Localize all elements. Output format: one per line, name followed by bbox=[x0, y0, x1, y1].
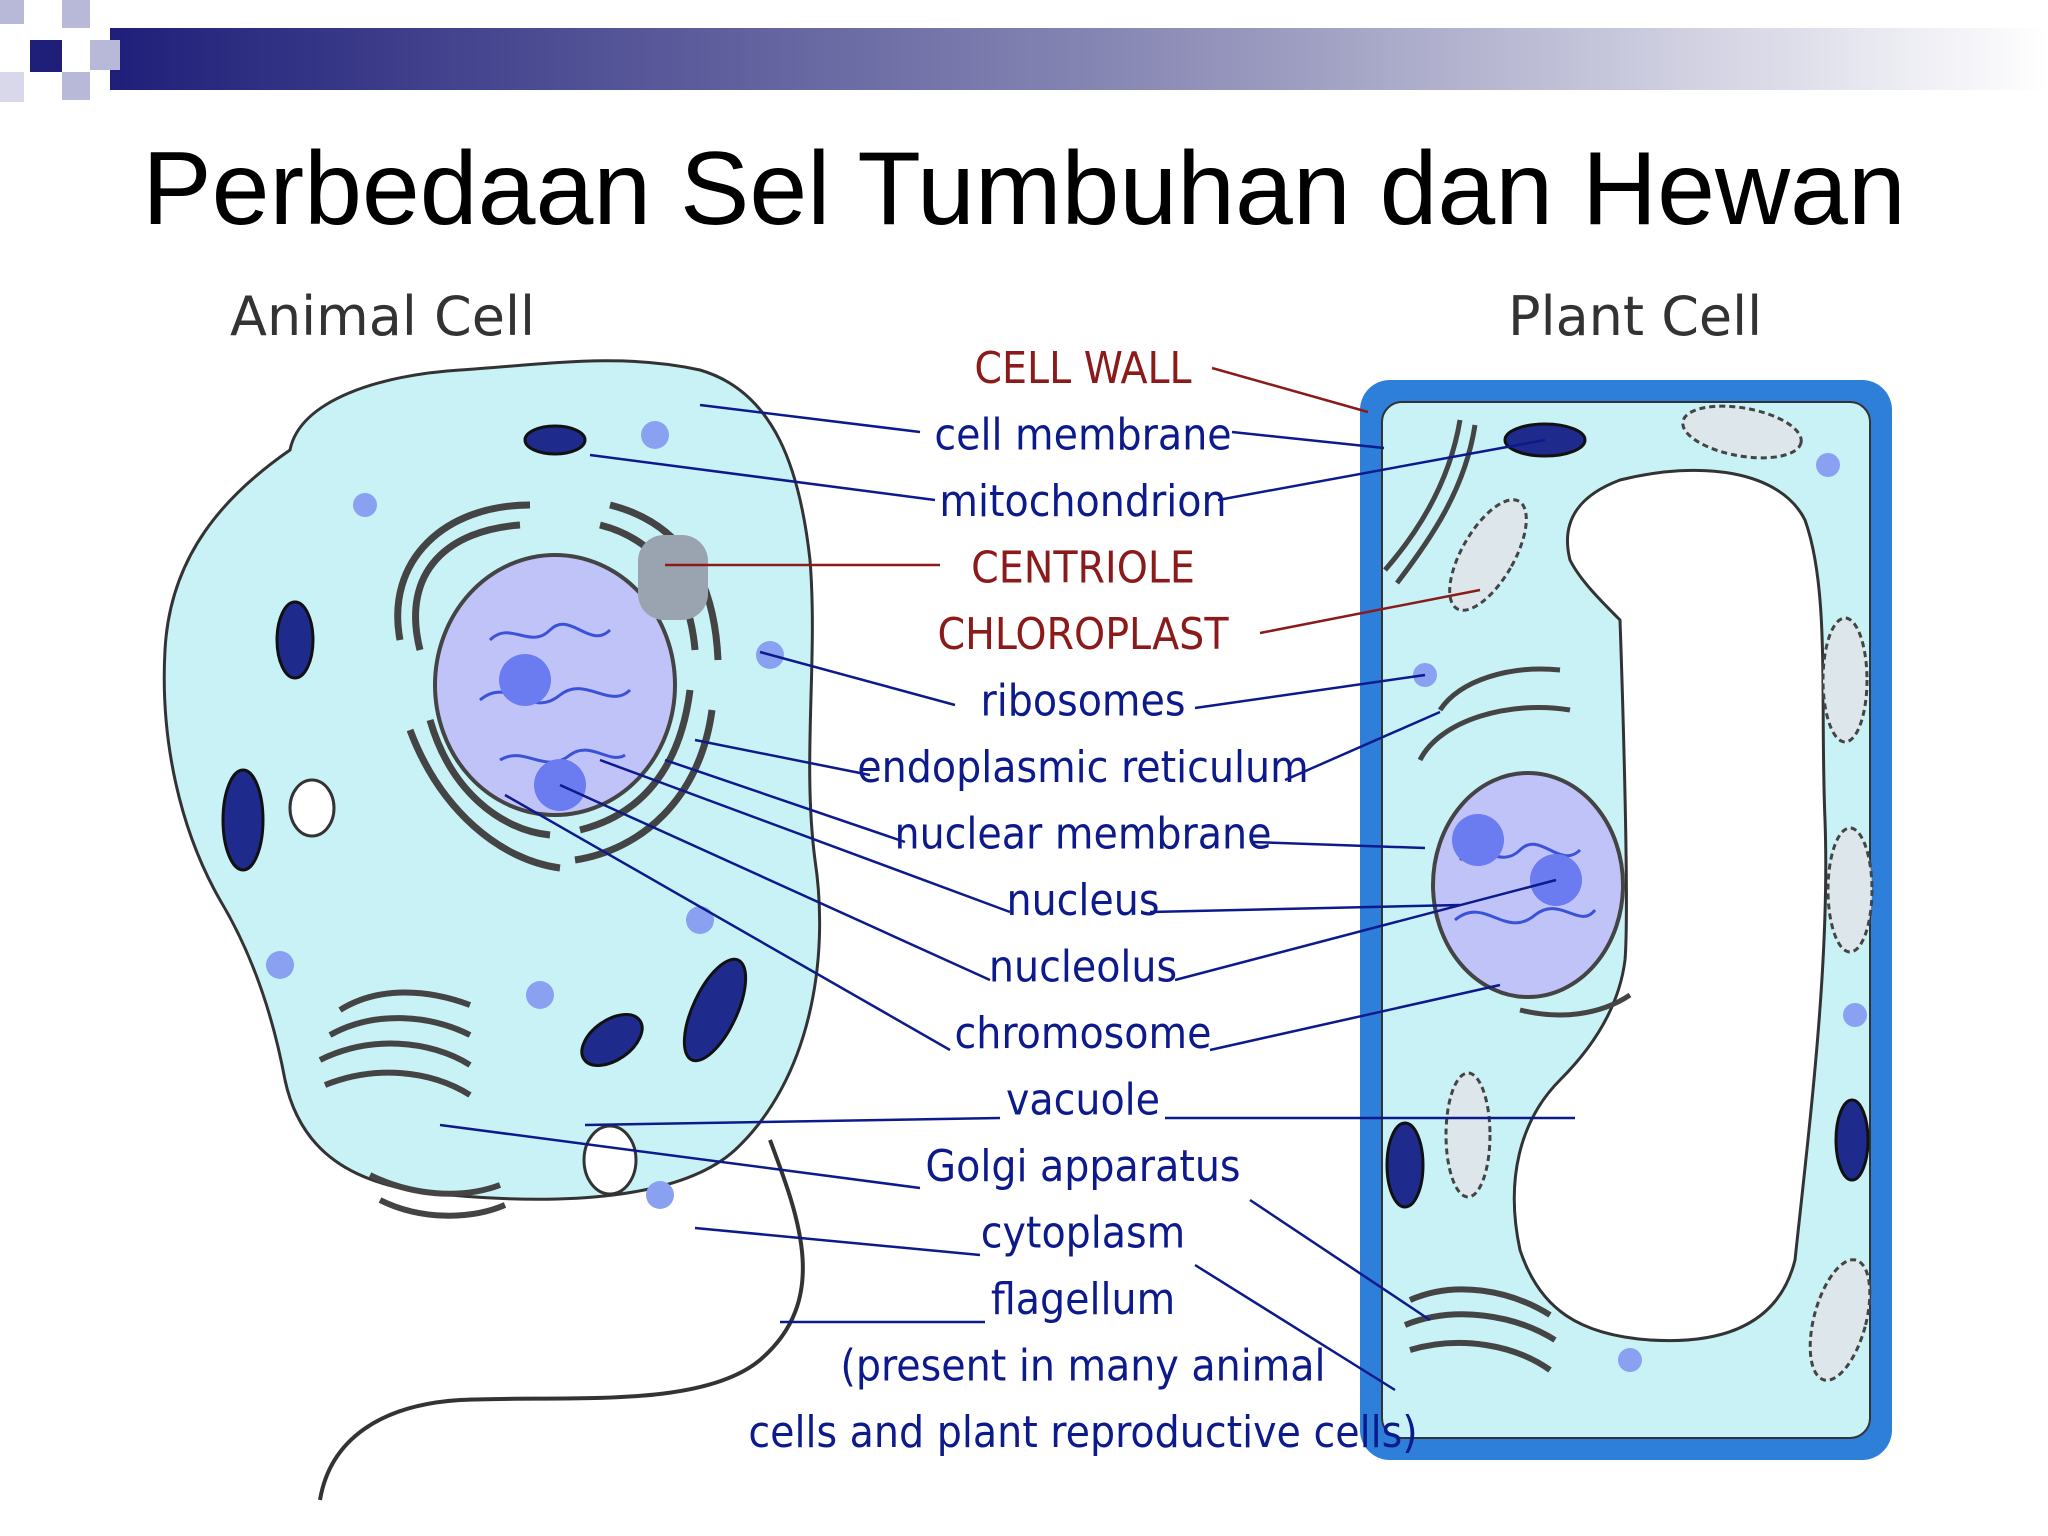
plant-golgi bbox=[1403, 1286, 1557, 1373]
corner-square bbox=[62, 0, 90, 28]
plant-nucleus bbox=[1431, 771, 1625, 999]
label-note1: (present in many animal bbox=[840, 1341, 1325, 1392]
label-flagellum: flagellum bbox=[991, 1274, 1175, 1325]
corner-decoration bbox=[0, 0, 2048, 102]
plant-nucleolus bbox=[1452, 814, 1504, 866]
slide-title: Perbedaan Sel Tumbuhan dan Hewan bbox=[142, 131, 1906, 247]
animal-vacuole bbox=[582, 1124, 638, 1196]
animal-nucleus bbox=[433, 553, 677, 817]
plant-chloroplasts bbox=[1444, 404, 1874, 1382]
caption-plant-cell: Plant Cell bbox=[1508, 285, 1762, 348]
corner-square bbox=[0, 72, 24, 102]
animal-mitochondria bbox=[221, 424, 748, 1067]
corner-square bbox=[30, 40, 62, 72]
label-nucleus: nucleus bbox=[1006, 875, 1159, 926]
label-mitochondrion: mitochondrion bbox=[939, 476, 1226, 527]
animal-nucleolus bbox=[499, 654, 551, 706]
label-golgi: Golgi apparatus bbox=[925, 1141, 1240, 1192]
label-cell-wall: CELL WALL bbox=[974, 343, 1191, 394]
label-ribosomes: ribosomes bbox=[980, 676, 1185, 727]
plant-cell bbox=[1360, 380, 1892, 1460]
animal-golgi bbox=[318, 989, 507, 1219]
animal-vacuole bbox=[288, 778, 336, 838]
label-cell-membrane: cell membrane bbox=[934, 410, 1231, 461]
flagellum bbox=[318, 1139, 805, 1501]
title-bar bbox=[110, 28, 2048, 90]
label-endoplasmic-reticulum: endoplasmic reticulum bbox=[857, 742, 1308, 793]
label-nucleolus: nucleolus bbox=[989, 942, 1177, 993]
caption-animal-cell: Animal Cell bbox=[230, 285, 535, 348]
corner-square bbox=[62, 72, 90, 100]
plant-vacuole bbox=[1512, 468, 1828, 1343]
leader-lines bbox=[439, 366, 1575, 1392]
plant-er bbox=[1383, 419, 1632, 1018]
label-chloroplast: CHLOROPLAST bbox=[937, 609, 1229, 660]
label-centriole: CENTRIOLE bbox=[971, 543, 1195, 594]
label-note2: cells and plant reproductive cells) bbox=[748, 1407, 1417, 1458]
corner-square bbox=[0, 0, 24, 24]
label-chromosome: chromosome bbox=[955, 1008, 1212, 1059]
label-vacuole: vacuole bbox=[1006, 1075, 1160, 1126]
label-list: CELL WALL cell membrane mitochondrionCENTR… bbox=[748, 343, 1417, 1458]
animal-cell bbox=[162, 359, 822, 1501]
centriole bbox=[638, 535, 708, 620]
corner-square bbox=[90, 40, 120, 70]
label-nuclear-membrane: nuclear membrane bbox=[894, 809, 1271, 860]
label-cytoplasm: cytoplasm bbox=[981, 1208, 1186, 1259]
